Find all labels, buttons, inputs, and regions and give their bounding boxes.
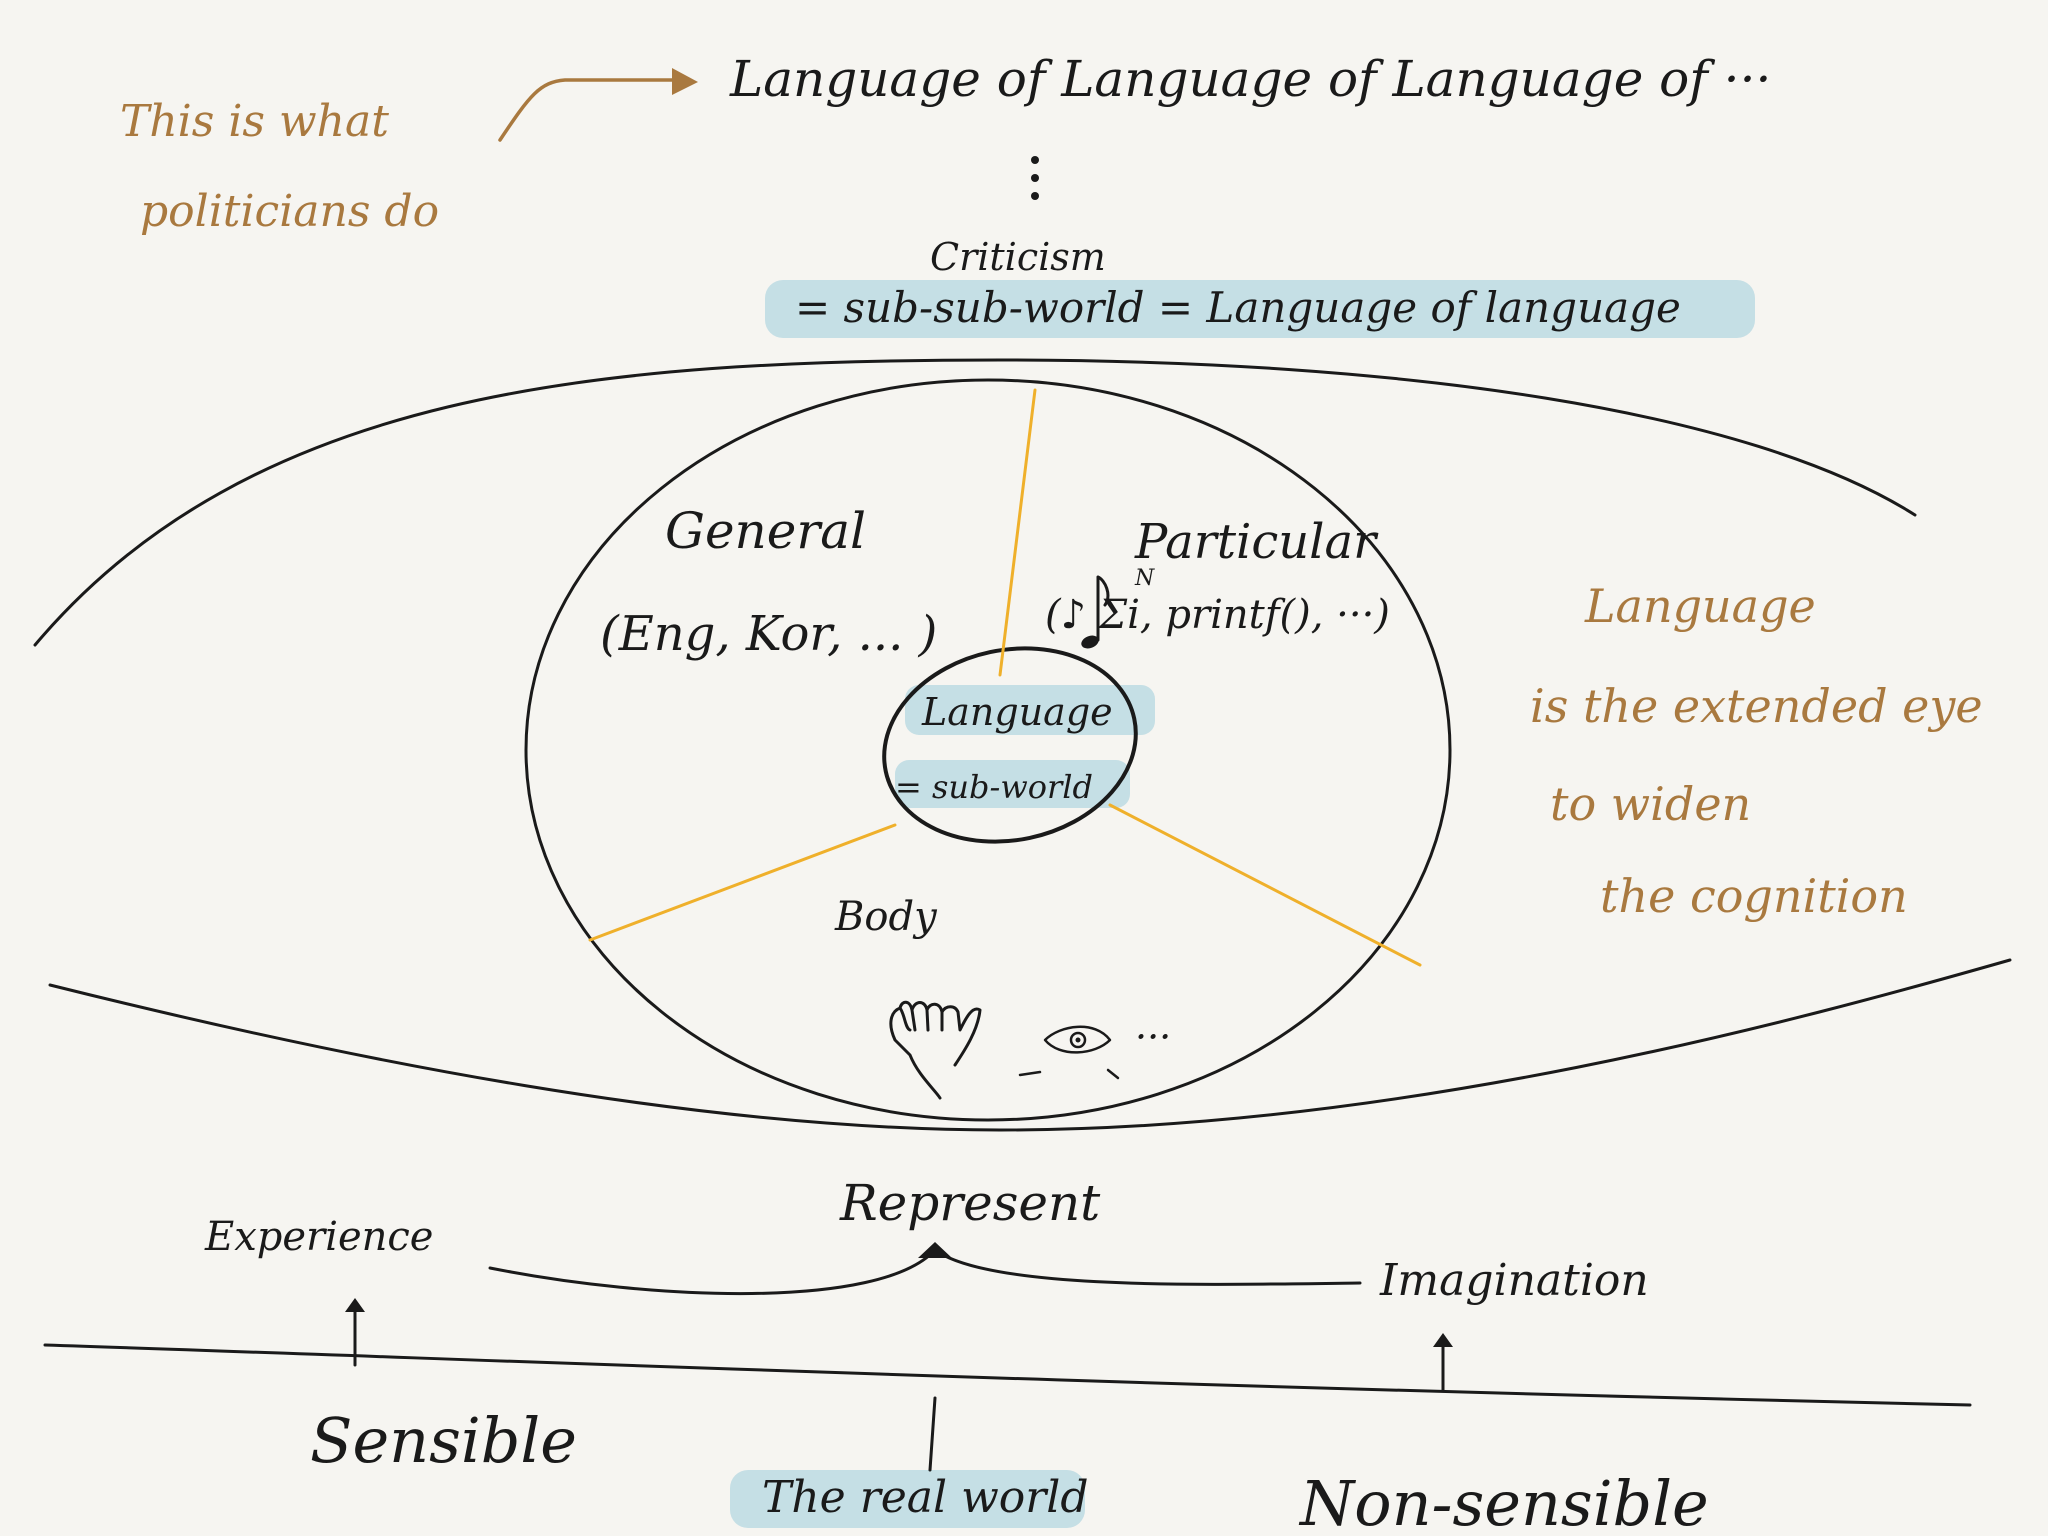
spoke-top [998, 388, 1037, 677]
ellipsis-dot-2 [1031, 174, 1039, 182]
side-note-line2: is the extended eye [1530, 679, 1983, 733]
represent-arc-right [933, 1248, 1362, 1286]
imagination-label: Imagination [1379, 1255, 1649, 1306]
real-world-tick [928, 1396, 937, 1472]
general-label: General [665, 502, 866, 560]
represent-arc-left [488, 1248, 937, 1295]
side-note-line1: Language [1584, 579, 1816, 633]
music-note-icon [1081, 575, 1110, 649]
body-more: ··· [1135, 1015, 1171, 1059]
criticism-equation: = sub-sub-world = Language of language [795, 283, 1681, 332]
center-language: Language [921, 690, 1113, 734]
ellipsis-dot-3 [1031, 192, 1039, 200]
sum-top-label: N [1134, 566, 1155, 591]
outer-lens-bottom [48, 958, 2012, 1132]
outer-lens-top [33, 358, 1917, 647]
hand-icon [889, 1000, 982, 1100]
real-world-label: The real world [762, 1472, 1089, 1523]
particular-label: Particular [1134, 514, 1379, 570]
ground-line [43, 1343, 1972, 1407]
politicians-line2: politicians do [140, 186, 439, 237]
spoke-right [1108, 803, 1422, 967]
represent-arrowhead [918, 1242, 952, 1258]
politicians-line1: This is what [120, 96, 389, 147]
eye-icon [1018, 1025, 1120, 1080]
imagination-arrowhead [1433, 1333, 1453, 1347]
represent-label: Represent [839, 1174, 1101, 1232]
inner-oval [524, 378, 1452, 1122]
center-subworld: = sub-world [895, 768, 1093, 806]
ellipsis-dot-1 [1031, 156, 1039, 164]
particular-examples: (♪ Σi, printf(), ···) [1045, 592, 1390, 638]
criticism-highlight [765, 280, 1755, 338]
spoke-left [588, 823, 897, 942]
center-oval [882, 646, 1138, 844]
criticism-title: Criticism [930, 235, 1106, 279]
politicians-arrowhead [672, 68, 698, 95]
side-note-line4: the cognition [1600, 869, 1908, 923]
side-note-line3: to widen [1550, 777, 1751, 831]
general-examples: (Eng, Kor, ... ) [600, 606, 937, 662]
body-label: Body [834, 894, 938, 940]
politicians-arrow-line [498, 78, 682, 142]
language-chain: Language of Language of Language of ··· [729, 50, 1771, 108]
language-highlight [905, 685, 1155, 735]
non-sensible-label: Non-sensible [1298, 1467, 1709, 1536]
sensible-label: Sensible [310, 1404, 577, 1477]
real-world-highlight [730, 1470, 1085, 1528]
experience-arrowhead [345, 1298, 365, 1312]
experience-label: Experience [204, 1214, 433, 1260]
subworld-highlight [895, 760, 1130, 808]
